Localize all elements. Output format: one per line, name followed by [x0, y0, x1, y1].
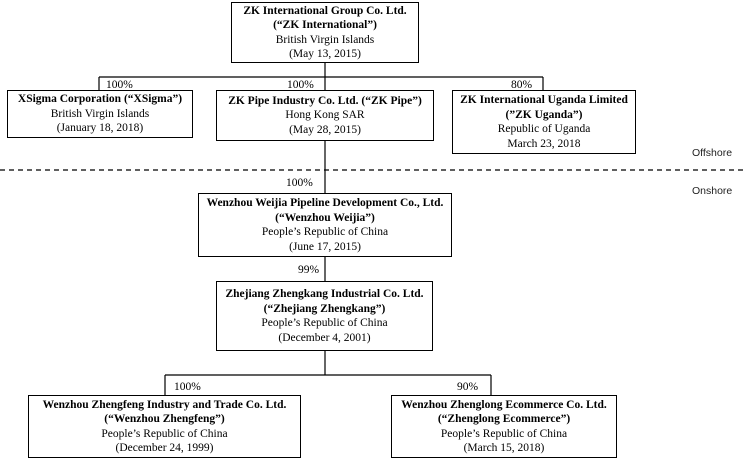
- entity-location: People’s Republic of China: [261, 317, 388, 329]
- entity-date: (June 17, 2015): [289, 240, 361, 253]
- entity-wenzhou-zhenglong: Wenzhou Zhenglong Ecommerce Co. Ltd. (“Z…: [391, 395, 617, 458]
- ownership-wenzhou-zhenglong: 90%: [457, 381, 479, 393]
- entity-name: Wenzhou Weijia Pipeline Development Co.,…: [206, 197, 444, 209]
- entity-name: ZK International Uganda Limited: [460, 94, 628, 106]
- entity-date: (May 28, 2015): [289, 123, 361, 136]
- entity-short-name: (”ZK Uganda”): [505, 108, 583, 121]
- ownership-zk-uganda: 80%: [511, 79, 533, 91]
- entity-zk-uganda: ZK International Uganda Limited (”ZK Uga…: [452, 90, 636, 154]
- entity-date: (January 18, 2018): [56, 122, 144, 135]
- entity-date: (December 4, 2001): [278, 331, 371, 344]
- entity-short-name: (“Zhejiang Zhengkang”): [263, 302, 386, 315]
- entity-location: People’s Republic of China: [440, 427, 568, 440]
- ownership-zk-pipe: 100%: [287, 79, 314, 91]
- entity-name: XSigma Corporation (“XSigma”): [17, 93, 183, 106]
- entity-short-name: (“Wenzhou Zhengfeng”): [104, 413, 225, 425]
- entity-location: British Virgin Islands: [50, 107, 150, 120]
- entity-wenzhou-zhengfeng: Wenzhou Zhengfeng Industry and Trade Co.…: [28, 395, 301, 458]
- entity-location: British Virgin Islands: [275, 33, 375, 46]
- entity-date: (December 24, 1999): [115, 442, 214, 454]
- ownership-xsigma: 100%: [106, 79, 133, 91]
- ownership-wenzhou-zhengfeng: 100%: [174, 381, 201, 393]
- entity-date: March 23, 2018: [507, 137, 581, 150]
- entity-date: (May 13, 2015): [289, 48, 361, 60]
- ownership-zhejiang-zhengkang: 99%: [298, 264, 320, 276]
- entity-short-name: (“Wenzhou Weijia”): [275, 211, 375, 224]
- entity-location: People’s Republic of China: [101, 427, 228, 440]
- entity-location: Republic of Uganda: [497, 123, 591, 135]
- region-onshore-label: Onshore: [692, 185, 733, 197]
- entity-name: ZK Pipe Industry Co. Ltd. (“ZK Pipe”): [228, 94, 422, 107]
- entity-zk-international: ZK International Group Co. Ltd. (“ZK Int…: [231, 2, 419, 63]
- entity-xsigma: XSigma Corporation (“XSigma”) British Vi…: [7, 90, 193, 138]
- entity-name: Wenzhou Zhenglong Ecommerce Co. Ltd.: [401, 398, 607, 411]
- entity-date: (March 15, 2018): [463, 442, 545, 454]
- entity-location: Hong Kong SAR: [285, 109, 365, 122]
- entity-location: People’s Republic of China: [261, 226, 389, 238]
- entity-zhejiang-zhengkang: Zhejiang Zhengkang Industrial Co. Ltd. (…: [216, 281, 433, 351]
- entity-name: Wenzhou Zhengfeng Industry and Trade Co.…: [42, 398, 287, 411]
- region-offshore-label: Offshore: [692, 147, 733, 159]
- entity-name: ZK International Group Co. Ltd.: [243, 4, 407, 17]
- entity-zk-pipe: ZK Pipe Industry Co. Ltd. (“ZK Pipe”) Ho…: [216, 90, 434, 141]
- entity-name: Zhejiang Zhengkang Industrial Co. Ltd.: [225, 288, 424, 300]
- ownership-wenzhou-weijia: 100%: [286, 177, 313, 189]
- entity-short-name: (“ZK International”): [273, 19, 377, 31]
- entity-short-name: (“Zhenglong Ecommerce”): [437, 413, 571, 425]
- entity-wenzhou-weijia: Wenzhou Weijia Pipeline Development Co.,…: [198, 193, 452, 257]
